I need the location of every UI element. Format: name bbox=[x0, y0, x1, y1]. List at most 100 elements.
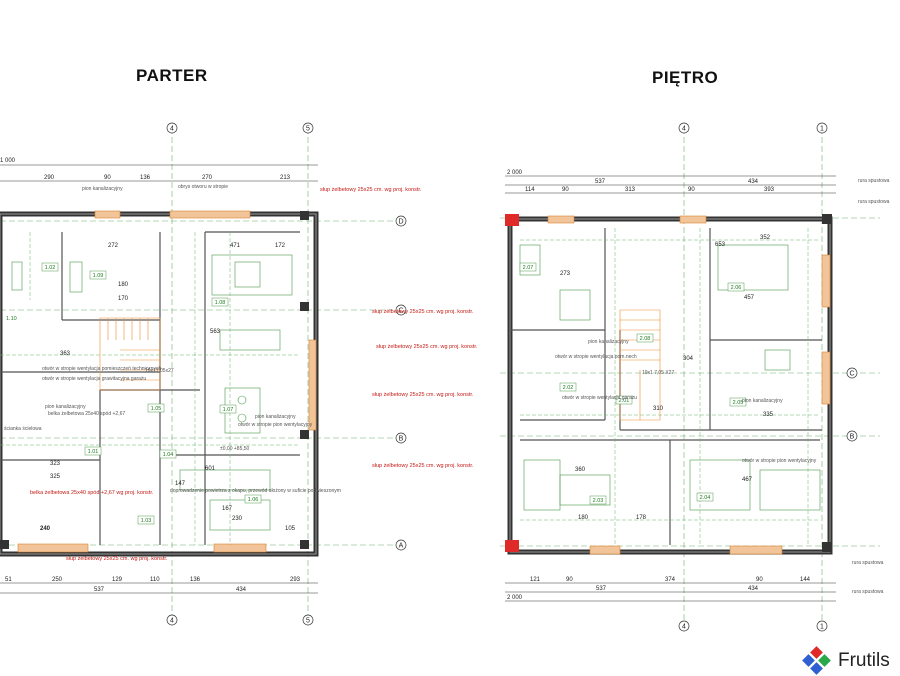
pietro-title: PIĘTRO bbox=[652, 68, 719, 87]
parter-dim: 180 bbox=[118, 282, 129, 288]
parter-room-label: 1.05 bbox=[151, 406, 162, 412]
parter-axis-D: D bbox=[398, 219, 403, 226]
pietro-dim-top: 537 bbox=[595, 179, 606, 185]
pietro-dim-bottom: 144 bbox=[800, 577, 811, 583]
pietro-dim: 467 bbox=[742, 477, 753, 483]
pietro-note: rura spustowa bbox=[852, 589, 884, 595]
parter-room-label: 1.09 bbox=[93, 273, 104, 279]
pietro-dim-bottom: 90 bbox=[566, 577, 573, 583]
pietro-note: rura spustowa bbox=[852, 560, 884, 566]
pietro-dim-top2: 90 bbox=[562, 187, 569, 193]
parter-note: 19x17,05x27 bbox=[145, 368, 174, 374]
frutils-brand-name: Frutils bbox=[838, 650, 890, 671]
pietro-room-label: 2.04 bbox=[700, 495, 711, 501]
parter-axis-C: C bbox=[398, 308, 403, 315]
parter-dim-bottom: 136 bbox=[190, 577, 201, 583]
pietro-note: otwór w stropie wentylacja garażu bbox=[562, 395, 637, 401]
parter-axis-top-left: 4 bbox=[170, 126, 174, 133]
pietro-dim-bottom2: 537 bbox=[596, 586, 607, 592]
parter-note: otwór w stropie pion wentylacyjny bbox=[238, 422, 313, 428]
parter-note: ścianka ścielowa bbox=[4, 426, 42, 432]
parter-note: pion kanalizacyjny bbox=[255, 414, 296, 420]
parter-dim: 323 bbox=[50, 461, 61, 467]
parter-note: ±0,00 +85,50 bbox=[220, 446, 250, 452]
parter-axis-A: A bbox=[399, 543, 404, 550]
pietro-axis-top-left: 4 bbox=[682, 126, 686, 133]
parter-column-note: słup żelbetowy 25x25 cm. wg proj. konstr… bbox=[372, 309, 474, 315]
parter-dim-top: 90 bbox=[104, 175, 111, 181]
parter-room-label: 1.10 bbox=[6, 316, 17, 322]
parter-beam-note: belka żelbetowa 25x40 spód +2,67 wg proj… bbox=[30, 490, 154, 496]
pietro-dim: 310 bbox=[653, 406, 664, 412]
frutils-logo-icon bbox=[802, 646, 831, 675]
parter-note: otwór w stropie wentylacja grawitacyjna … bbox=[42, 376, 146, 382]
pietro-room-label: 2.07 bbox=[523, 265, 534, 271]
pietro-dim-bottom: 121 bbox=[530, 577, 541, 583]
pietro-note: otwór w stropie wentylacja pom.nech bbox=[555, 354, 637, 360]
parter-dim-top: 213 bbox=[280, 175, 291, 181]
parter-note: obrys otworu w stropie bbox=[178, 184, 228, 190]
parter-dim: 325 bbox=[50, 474, 61, 480]
parter-note: otwór w stropie wentylacja pomieszczeń t… bbox=[42, 366, 161, 372]
parter-note: belka żelbetowa 25x40 spód +2,67 bbox=[48, 411, 125, 417]
parter-dim-bottom2: 537 bbox=[94, 587, 105, 593]
parter-plan: 4 5 4 5 D C B A 1 000 290 90 136 270 213 bbox=[0, 122, 478, 626]
parter-dim: 172 bbox=[275, 243, 286, 249]
pietro-note: otwór w stropie pion wentylacyjny bbox=[742, 458, 817, 464]
parter-dim-bottom: 110 bbox=[150, 577, 160, 583]
pietro-note: rura spustowa bbox=[858, 178, 890, 184]
parter-dim: 105 bbox=[285, 526, 296, 532]
pietro-dim-bottom2: 434 bbox=[748, 586, 759, 592]
parter-note: pion kanalizacyjny bbox=[82, 186, 123, 192]
pietro-room-label: 2.08 bbox=[640, 336, 651, 342]
parter-axis-bottom-right: 5 bbox=[306, 618, 310, 625]
pietro-dim: 304 bbox=[683, 356, 694, 362]
parter-room-label: 1.03 bbox=[141, 518, 152, 524]
parter-room-label: 1.07 bbox=[223, 407, 234, 413]
parter-dim-top: 136 bbox=[140, 175, 151, 181]
parter-dim-top: 270 bbox=[202, 175, 213, 181]
parter-dim: 272 bbox=[108, 243, 119, 249]
pietro-note: pion kanalizacyjny bbox=[588, 339, 629, 345]
parter-column-note: słup żelbetowy 25x25 cm. wg proj. konstr… bbox=[372, 392, 474, 398]
pietro-plan: 4 1 4 1 C B 2 000 537 434 114 90 313 90 … bbox=[500, 122, 890, 632]
parter-dim-bottom: 293 bbox=[290, 577, 301, 583]
pietro-room-label: 2.02 bbox=[563, 385, 574, 391]
parter-dim: 240 bbox=[40, 526, 51, 532]
parter-room-label: 1.01 bbox=[88, 449, 99, 455]
pietro-dim: 178 bbox=[636, 515, 647, 521]
pietro-dim: 360 bbox=[575, 467, 586, 473]
pietro-dim: 180 bbox=[578, 515, 589, 521]
parter-dim: 601 bbox=[205, 466, 216, 472]
parter-dim: 167 bbox=[222, 506, 233, 512]
frutils-brand: Frutils bbox=[802, 646, 890, 676]
pietro-axis-top-right: 1 bbox=[820, 126, 824, 133]
pietro-axis-B: B bbox=[850, 434, 855, 441]
pietro-dim: 653 bbox=[715, 242, 726, 248]
pietro-dim-top2: 114 bbox=[525, 187, 535, 193]
parter-axis-top-right: 5 bbox=[306, 126, 310, 133]
pietro-axis-C: C bbox=[849, 371, 854, 378]
parter-column-note: słup żelbetowy 25x25 cm. wg proj. konstr… bbox=[320, 187, 422, 193]
pietro-dim: 273 bbox=[560, 271, 571, 277]
parter-dim: 170 bbox=[118, 296, 129, 302]
parter-room-label: 1.02 bbox=[45, 265, 56, 271]
pietro-note: rura spustowa bbox=[858, 199, 890, 205]
parter-dim-bottom: 250 bbox=[52, 577, 63, 583]
pietro-dim-top2: 313 bbox=[625, 187, 636, 193]
parter-room-label: 1.04 bbox=[163, 452, 174, 458]
pietro-room-label: 2.03 bbox=[593, 498, 604, 504]
parter-dim: 563 bbox=[210, 329, 221, 335]
pietro-dim-bottom: 90 bbox=[756, 577, 763, 583]
parter-axis-B: B bbox=[399, 436, 404, 443]
parter-column-note: słup żelbetowy 25x25 cm. wg proj. konstr… bbox=[66, 556, 168, 562]
parter-dim: 230 bbox=[232, 516, 243, 522]
parter-title: PARTER bbox=[136, 66, 208, 85]
pietro-room-label: 2.06 bbox=[731, 285, 742, 291]
parter-room-label: 1.06 bbox=[248, 497, 259, 503]
pietro-dim: 352 bbox=[760, 235, 771, 241]
parter-column-note: słup żelbetowy 25x25 cm. wg proj. konstr… bbox=[376, 344, 478, 350]
pietro-axis-bottom-left: 4 bbox=[682, 624, 686, 631]
pietro-dim: 457 bbox=[744, 295, 755, 301]
